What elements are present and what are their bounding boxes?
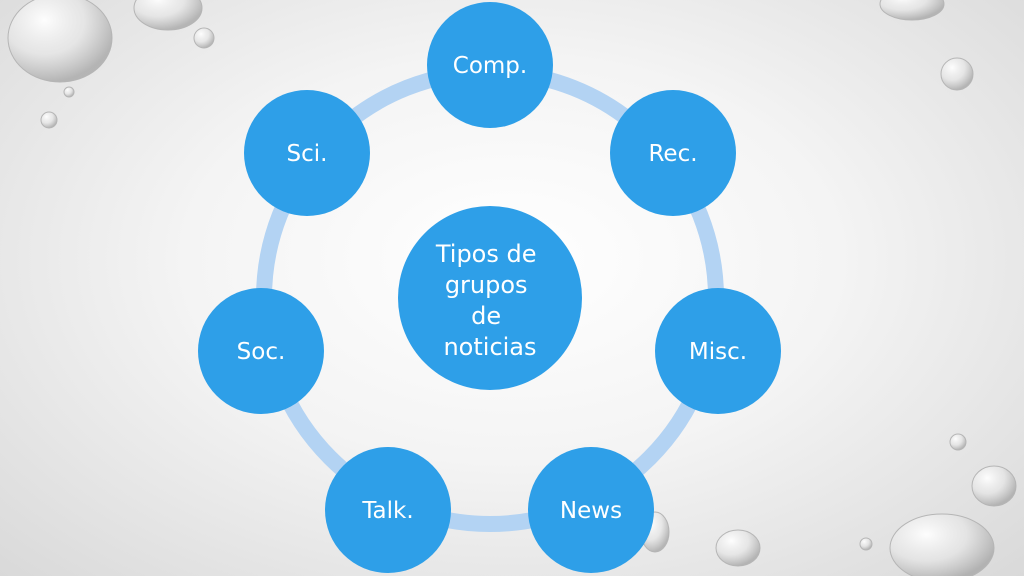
water-drop-icon bbox=[971, 465, 1017, 507]
water-drop-icon bbox=[7, 0, 113, 83]
node-label: Talk. bbox=[361, 498, 413, 524]
node-label: Sci. bbox=[287, 141, 328, 167]
node-circle bbox=[610, 90, 736, 216]
node-circle bbox=[528, 447, 654, 573]
node-rec: Rec. bbox=[610, 90, 736, 216]
water-drops-decoration bbox=[7, 0, 1017, 576]
node-circle bbox=[427, 2, 553, 128]
node-label: Soc. bbox=[237, 339, 286, 365]
water-drop-icon bbox=[889, 513, 995, 576]
outer-nodes: Comp. Rec. Misc. News Talk. Soc. Sci. bbox=[198, 2, 781, 573]
water-drop-icon bbox=[940, 57, 974, 91]
water-drop-icon bbox=[193, 27, 215, 49]
center-label-line: de bbox=[471, 302, 501, 330]
water-drop-icon bbox=[63, 86, 75, 98]
node-sci: Sci. bbox=[244, 90, 370, 216]
center-label-line: Tipos de bbox=[435, 240, 537, 268]
water-drop-icon bbox=[949, 433, 967, 451]
center-label-line: noticias bbox=[443, 333, 536, 361]
water-drop-icon bbox=[133, 0, 203, 31]
node-comp: Comp. bbox=[427, 2, 553, 128]
node-label: Rec. bbox=[648, 141, 697, 167]
center-circle bbox=[398, 206, 582, 390]
node-soc: Soc. bbox=[198, 288, 324, 414]
water-drop-icon bbox=[879, 0, 945, 21]
node-circle bbox=[244, 90, 370, 216]
node-circle bbox=[198, 288, 324, 414]
node-circle bbox=[325, 447, 451, 573]
node-label: Misc. bbox=[689, 339, 747, 365]
center-node: Tipos de grupos de noticias bbox=[398, 206, 582, 390]
water-drop-icon bbox=[859, 537, 873, 551]
node-talk: Talk. bbox=[325, 447, 451, 573]
node-news: News bbox=[528, 447, 654, 573]
water-drop-icon bbox=[715, 529, 761, 567]
node-label: News bbox=[560, 498, 622, 524]
center-label-line: grupos bbox=[445, 271, 528, 299]
water-drop-icon bbox=[40, 111, 58, 129]
node-misc: Misc. bbox=[655, 288, 781, 414]
node-circle bbox=[655, 288, 781, 414]
node-label: Comp. bbox=[453, 53, 527, 79]
center-label: Tipos de grupos de noticias bbox=[435, 240, 544, 361]
